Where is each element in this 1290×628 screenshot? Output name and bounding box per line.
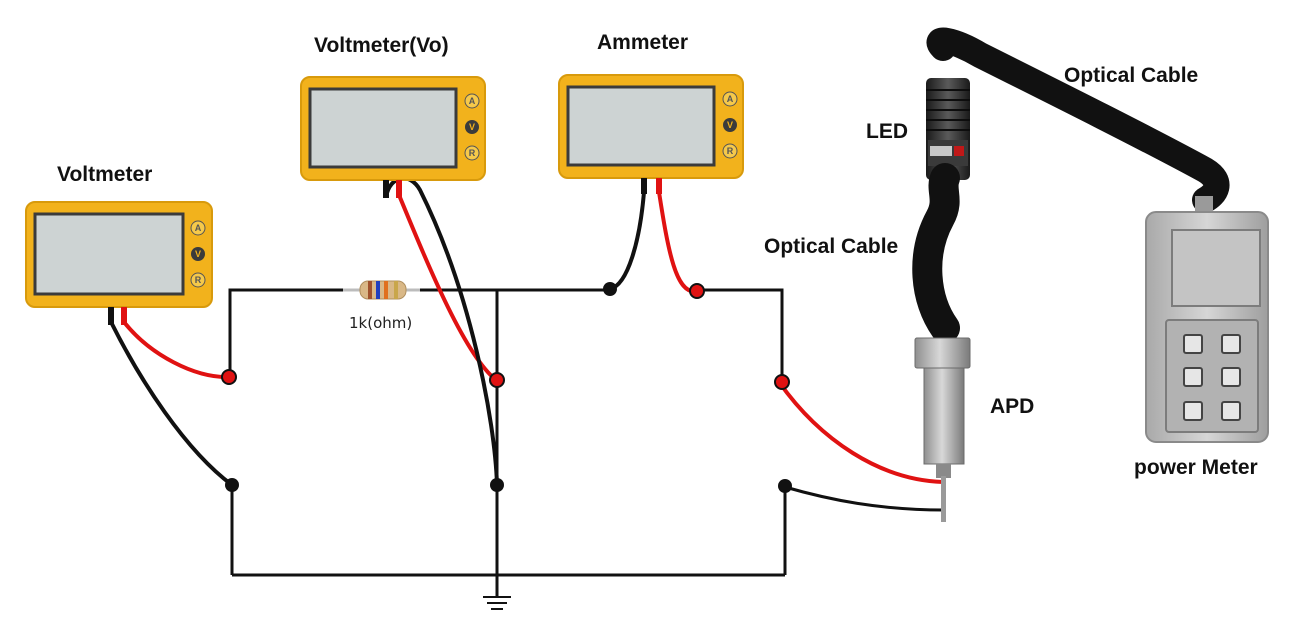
led-label: LED [866,120,908,143]
optical-cable-upper [926,27,1230,213]
keypad-button [1183,401,1203,421]
wire-left-branch [228,288,345,380]
node-mid-black [490,478,504,492]
meter-button-v-icon [723,118,737,132]
meter-button-r-icon [190,272,206,288]
probe-jack-black [641,178,647,194]
probe-jack-black [108,307,114,325]
probe-wire-ammeter-red [657,191,698,294]
voltmeter-left: A V R [25,201,213,325]
wire-right-top [697,288,784,382]
ground-symbol [483,596,511,610]
meter-button-r-icon [722,143,738,159]
probe-wire-ammeter-black [609,191,646,291]
meter-button-a-label: A [195,223,202,233]
power-meter [1145,196,1269,443]
keypad-button [1183,334,1203,354]
meter-button-v-icon [465,120,479,134]
node-left-black [225,478,239,492]
node-left-red [221,369,237,385]
probe-wire-left-red [122,320,230,380]
probe-jack-red [656,178,662,194]
circuit-nodes [221,282,792,493]
keypad-button [1221,367,1241,387]
apd-label: APD [990,395,1034,418]
node-mid-red [489,372,505,388]
probe-jack-black [383,180,389,198]
meter-button-v-label: V [727,120,733,130]
probe-wire-vo-red [397,194,498,382]
power-meter-label: power Meter [1134,456,1258,479]
resistor-label: 1k(ohm) [349,314,412,332]
optical-cable-upper-label: Optical Cable [1064,64,1198,87]
meter-button-v-label: V [469,122,475,132]
keypad-button [1183,367,1203,387]
node-ammeter-red [689,283,705,299]
power-meter-screen [1171,229,1261,307]
ammeter: A V R [558,74,744,194]
voltmeter-vo-label: Voltmeter(Vo) [314,34,449,57]
meter-button-a-icon [464,93,480,109]
apd-wire-black [784,485,945,512]
voltmeter-left-label: Voltmeter [57,163,152,186]
node-right-red [774,374,790,390]
power-meter-keypad [1183,334,1241,421]
keypad-button [1221,334,1241,354]
meter-button-a-label: A [727,94,734,104]
keypad-button [1221,401,1241,421]
apd-wire-red [777,380,944,484]
voltmeter-vo: A V R [300,76,486,198]
meter-button-a-icon [190,220,206,236]
optical-cable-lower [912,163,960,343]
meter-button-r-icon [464,145,480,161]
led-module [926,78,970,180]
probe-jack-red [396,180,402,198]
resistor [343,280,420,300]
circuit-wires [228,288,787,596]
node-right-black [778,479,792,493]
optical-cable-lower-label: Optical Cable [764,235,898,258]
probe-jack-red [121,307,127,325]
ammeter-label: Ammeter [597,31,688,54]
meter-button-v-icon [191,247,205,261]
node-ammeter-black [603,282,617,296]
meter-button-a-icon [722,91,738,107]
meter-button-r-label: R [195,275,202,285]
probe-wire-left-black [109,321,234,487]
meter-button-a-label: A [469,96,476,106]
meter-button-r-label: R [727,146,734,156]
meter-button-r-label: R [469,148,476,158]
meter-button-v-label: V [195,249,201,259]
apd-sensor [914,337,971,522]
